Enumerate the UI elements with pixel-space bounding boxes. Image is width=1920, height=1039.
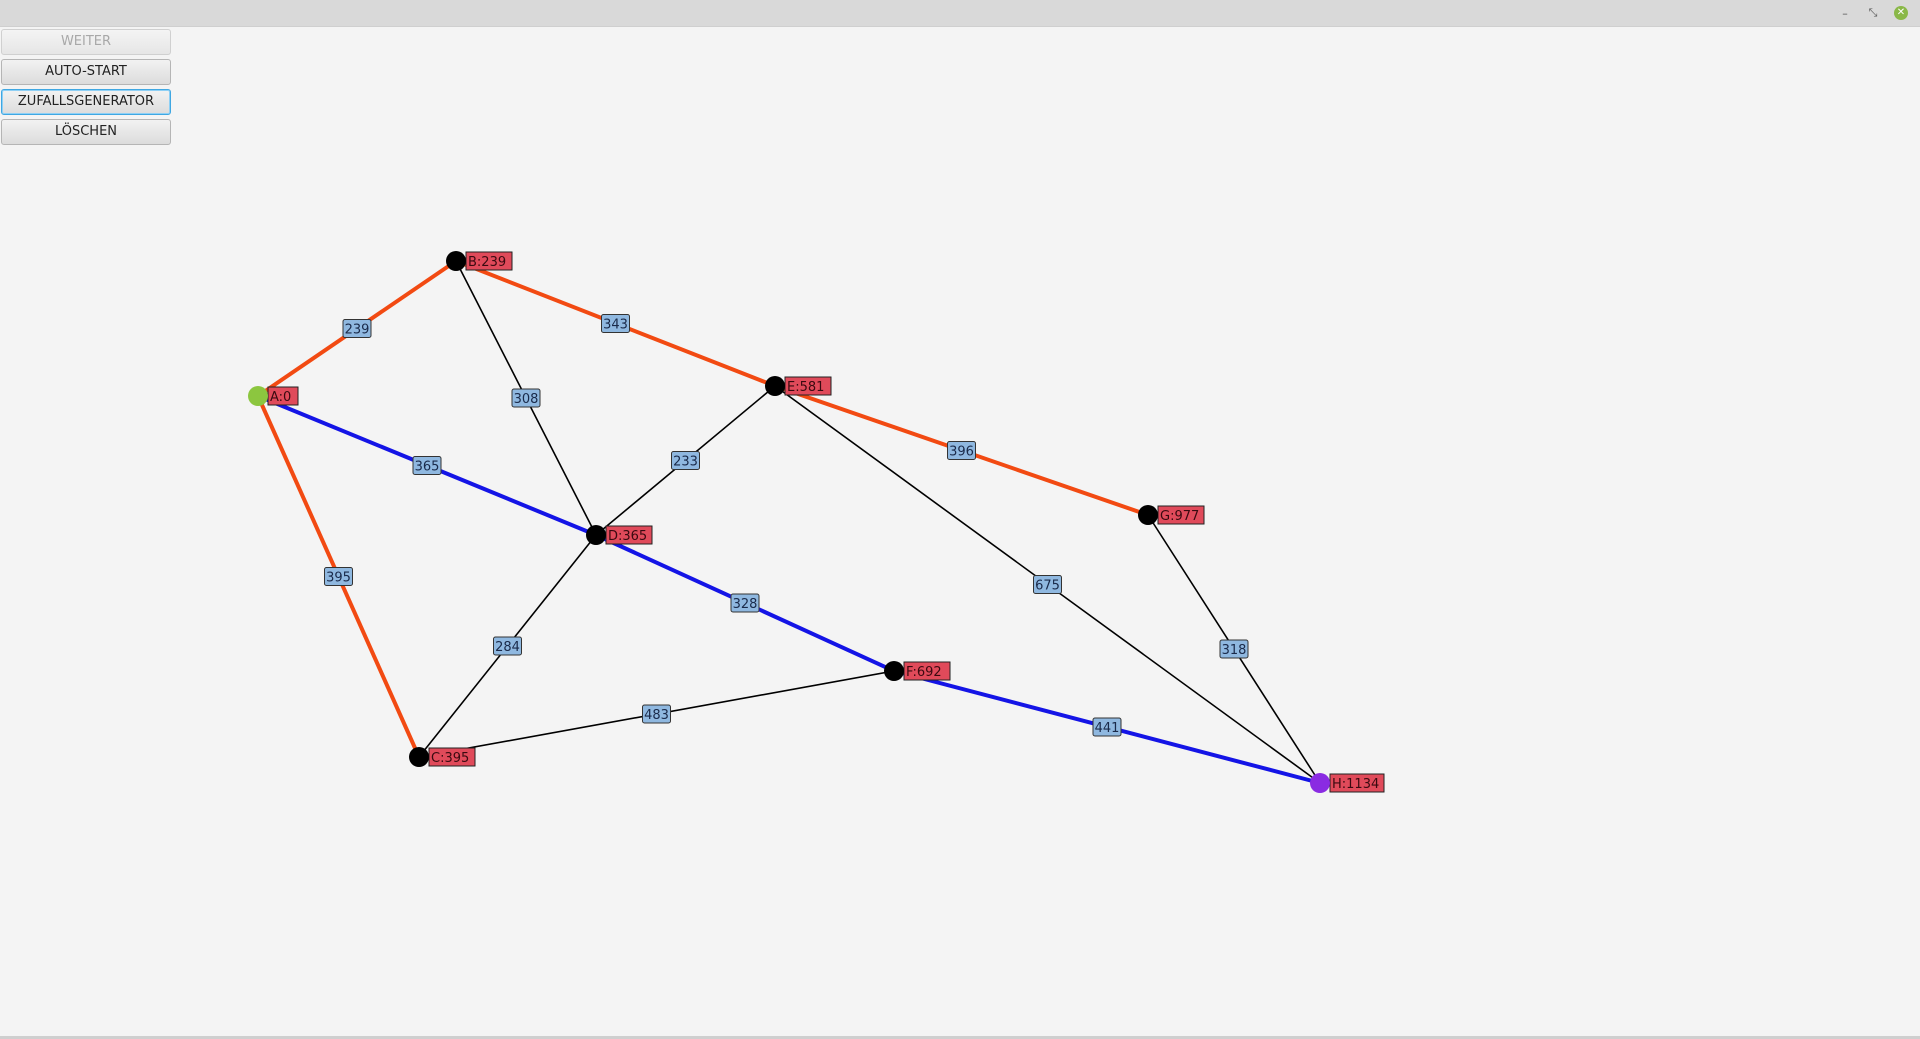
edge-weight-text: 284 bbox=[495, 640, 520, 655]
node-circle[interactable] bbox=[586, 525, 606, 545]
edge-weight-text: 328 bbox=[733, 597, 758, 612]
edge-weight-box bbox=[642, 704, 671, 724]
edge-weight-label: 675 bbox=[1033, 575, 1062, 594]
node-C[interactable]: C:395 bbox=[409, 747, 476, 767]
edge-weight-text: 233 bbox=[673, 455, 698, 470]
edge-weight-label: 239 bbox=[342, 319, 372, 338]
weiter-button[interactable]: WEITER bbox=[1, 29, 171, 55]
edge-weight-text: 239 bbox=[345, 323, 370, 338]
edge-weight-text: 318 bbox=[1222, 643, 1247, 658]
edge-weight-box bbox=[511, 388, 541, 408]
node-B[interactable]: B:239 bbox=[446, 251, 513, 271]
edge-weight-label: 395 bbox=[324, 567, 353, 586]
edge-weight-label: 483 bbox=[642, 704, 671, 724]
node-label-text: B:239 bbox=[468, 255, 506, 270]
edge-weight-label: 233 bbox=[671, 451, 700, 470]
edge-weight-label: 365 bbox=[412, 456, 442, 475]
window-titlebar: – ⤡ ✕ bbox=[0, 0, 1920, 27]
node-circle[interactable] bbox=[1310, 773, 1330, 793]
zufallsgenerator-button[interactable]: ZUFALLSGENERATOR bbox=[1, 89, 171, 115]
edge-weight-box bbox=[730, 593, 760, 613]
node-circle[interactable] bbox=[1138, 505, 1158, 525]
control-panel: WEITER AUTO-START ZUFALLSGENERATOR LÖSCH… bbox=[1, 29, 171, 149]
edge-weight-text: 343 bbox=[603, 318, 628, 333]
edge-weight-box bbox=[1219, 639, 1249, 659]
node-label-text: H:1134 bbox=[1332, 777, 1379, 792]
edge-weight-label: 343 bbox=[601, 314, 630, 333]
edge-weight-box bbox=[947, 441, 976, 460]
loeschen-button[interactable]: LÖSCHEN bbox=[1, 119, 171, 145]
node-label-text: G:977 bbox=[1160, 509, 1199, 524]
edge-weight-box bbox=[324, 567, 353, 586]
node-label-text: E:581 bbox=[787, 380, 824, 395]
edge-weight-text: 396 bbox=[949, 445, 974, 460]
close-icon[interactable]: ✕ bbox=[1894, 6, 1908, 20]
node-label-text: D:365 bbox=[608, 529, 647, 544]
edge-weight-box bbox=[671, 451, 700, 470]
edge-weight-box bbox=[1092, 717, 1122, 737]
node-label-text: C:395 bbox=[431, 751, 469, 766]
node-circle[interactable] bbox=[765, 376, 785, 396]
edge-weight-box bbox=[342, 319, 372, 338]
edge-weight-box bbox=[493, 636, 522, 656]
edge-weight-label: 441 bbox=[1092, 717, 1122, 737]
edge-weight-label: 318 bbox=[1219, 639, 1249, 659]
bottom-border bbox=[0, 1036, 1920, 1039]
edge-weight-label: 328 bbox=[730, 593, 760, 613]
auto-start-button[interactable]: AUTO-START bbox=[1, 59, 171, 85]
edge-weight-text: 308 bbox=[514, 392, 539, 407]
edge-labels-layer: 239 343 396 395 365 328 441 308 233 284 483 675 318 bbox=[324, 314, 1249, 737]
edge-weight-box bbox=[1033, 575, 1062, 594]
node-F[interactable]: F:692 bbox=[884, 661, 951, 681]
node-circle[interactable] bbox=[409, 747, 429, 767]
node-circle[interactable] bbox=[446, 251, 466, 271]
edge-weight-text: 483 bbox=[644, 708, 669, 723]
edge-weight-text: 365 bbox=[415, 460, 440, 475]
edge-weight-box bbox=[412, 456, 442, 475]
minimize-icon[interactable]: – bbox=[1842, 6, 1848, 20]
node-A[interactable]: A:0 bbox=[248, 386, 299, 406]
node-circle[interactable] bbox=[884, 661, 904, 681]
edge-weight-text: 441 bbox=[1095, 721, 1120, 736]
edge-weight-text: 395 bbox=[326, 571, 351, 586]
restore-icon[interactable]: ⤡ bbox=[1868, 6, 1878, 19]
node-label-text: A:0 bbox=[270, 390, 291, 405]
node-D[interactable]: D:365 bbox=[586, 525, 653, 545]
edge-weight-label: 284 bbox=[493, 636, 522, 656]
edge-weight-box bbox=[601, 314, 630, 333]
edge-weight-label: 396 bbox=[947, 441, 976, 460]
node-G[interactable]: G:977 bbox=[1138, 505, 1205, 525]
edge-weight-label: 308 bbox=[511, 388, 541, 408]
node-E[interactable]: E:581 bbox=[765, 376, 832, 396]
node-H[interactable]: H:1134 bbox=[1310, 773, 1385, 793]
node-label-text: F:692 bbox=[906, 665, 942, 680]
edge-weight-text: 675 bbox=[1035, 579, 1060, 594]
node-circle[interactable] bbox=[248, 386, 268, 406]
